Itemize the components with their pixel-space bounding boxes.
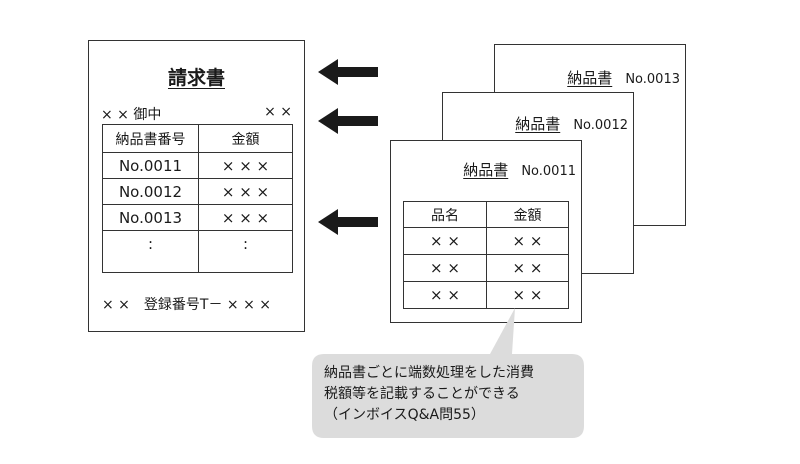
arrow-left-icon — [318, 59, 378, 85]
invoice-table: 納品書番号 金額 No.0011 × × × No.0012 × × × No.… — [102, 124, 293, 273]
callout-line: （インボイスQ&A問55） — [324, 407, 485, 423]
item-name-header: 品名 — [403, 201, 487, 228]
arrow-left-icon — [318, 108, 378, 134]
invoice-footer: × × 登録番号T－ × × × — [102, 297, 272, 313]
invoice-cell: × × × — [198, 204, 293, 231]
item-cell: × × — [403, 254, 487, 282]
delivery-note-number: No.0013 — [625, 72, 680, 87]
delivery-note-title: 納品書 — [515, 115, 561, 133]
invoice-cell: : — [102, 230, 199, 273]
invoice-cell: No.0013 — [102, 204, 199, 231]
invoice-cell: × × × — [198, 178, 293, 205]
callout-text: 納品書ごとに端数処理をした消費 税額等を記載することができる （インボイスQ&A… — [324, 363, 584, 426]
delivery-note-number: No.0012 — [573, 118, 628, 133]
item-cell: × × — [486, 227, 569, 255]
invoice-cell: No.0012 — [102, 178, 199, 205]
item-cell: × × — [486, 254, 569, 282]
invoice-header-amount: 金額 — [198, 124, 293, 153]
invoice-header-number: 納品書番号 — [102, 124, 199, 153]
delivery-note-table: 品名 金額 × × × × × × × × × × × × — [403, 201, 569, 309]
callout-line: 納品書ごとに端数処理をした消費 — [324, 365, 534, 381]
delivery-note-number: No.0011 — [521, 164, 576, 179]
item-cell: × × — [403, 281, 487, 309]
invoice-document: 請求書 × × 御中 × × 納品書番号 金額 No.0011 × × × No… — [88, 40, 305, 332]
invoice-recipient: × × 御中 — [101, 107, 162, 123]
delivery-note-0011: 納品書 No.0011 品名 金額 × × × × × × × × × × × … — [390, 140, 582, 323]
callout-bubble — [312, 308, 584, 438]
item-cell: × × — [486, 281, 569, 309]
delivery-note-title: 納品書 — [567, 69, 613, 87]
delivery-note-title: 納品書 — [463, 161, 509, 179]
callout-line: 税額等を記載することができる — [324, 386, 520, 402]
invoice-cell: × × × — [198, 152, 293, 179]
invoice-title: 請求書 — [167, 67, 225, 89]
arrow-left-icon — [318, 209, 378, 235]
item-cell: × × — [403, 227, 487, 255]
invoice-cell: No.0011 — [102, 152, 199, 179]
invoice-cell: : — [198, 230, 293, 273]
item-amount-header: 金額 — [486, 201, 569, 228]
invoice-sender: × × — [264, 104, 292, 120]
